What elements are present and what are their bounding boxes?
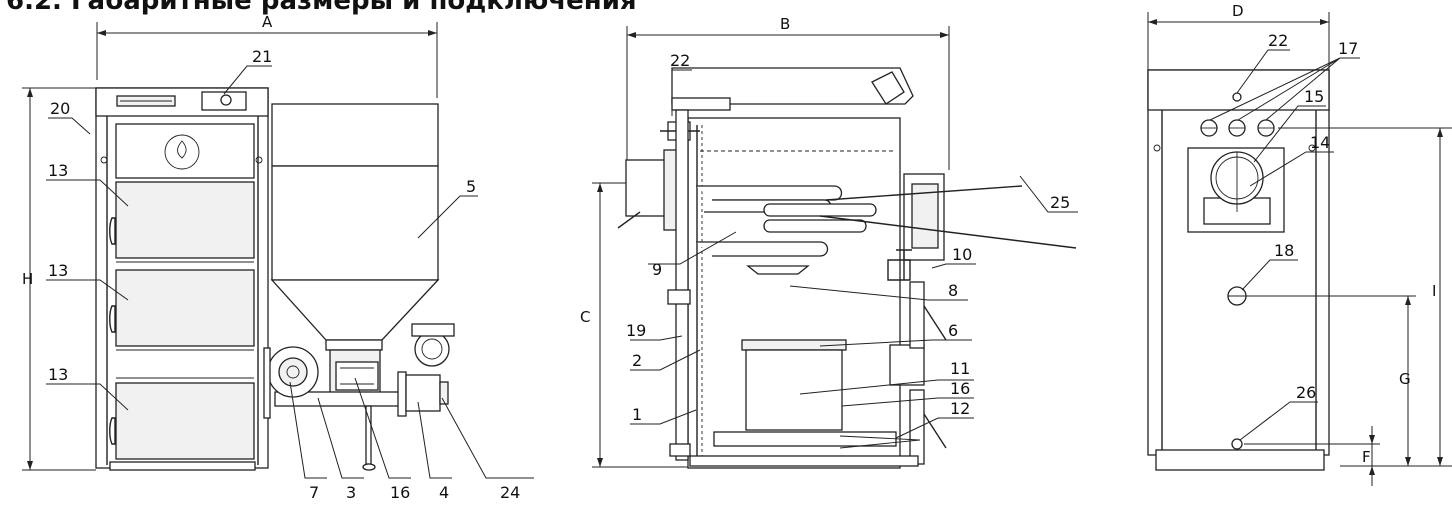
callout-15: 15 bbox=[1304, 87, 1324, 106]
callout-1: 1 bbox=[632, 405, 642, 424]
dim-label-f: F bbox=[1362, 448, 1371, 466]
callout-22-rear: 22 bbox=[1268, 31, 1288, 50]
callout-19: 19 bbox=[626, 321, 646, 340]
callout-10: 10 bbox=[952, 245, 972, 264]
rear-view: D I G bbox=[1147, 2, 1452, 486]
callout-3: 3 bbox=[346, 483, 356, 502]
dim-label-i: I bbox=[1432, 282, 1436, 300]
callout-5: 5 bbox=[466, 177, 476, 196]
callout-13-middle: 13 bbox=[48, 261, 68, 280]
front-view: A H bbox=[22, 13, 455, 471]
callout-21: 21 bbox=[252, 47, 272, 66]
callout-16-side: 16 bbox=[950, 379, 970, 398]
callout-9: 9 bbox=[652, 260, 662, 279]
callout-11: 11 bbox=[950, 359, 970, 378]
dim-label-a: A bbox=[262, 13, 273, 31]
callout-16-front: 16 bbox=[390, 483, 410, 502]
callout-14: 14 bbox=[1310, 133, 1330, 152]
callout-4: 4 bbox=[439, 483, 449, 502]
side-view-callouts: 22 25 9 10 8 19 6 2 11 16 1 12 bbox=[626, 51, 1070, 424]
side-view: B C bbox=[580, 15, 1077, 469]
front-view-callouts: 21 20 13 13 13 5 7 3 16 4 24 bbox=[48, 47, 520, 502]
callout-2: 2 bbox=[632, 351, 642, 370]
dim-label-h: H bbox=[22, 270, 33, 288]
dim-label-d: D bbox=[1232, 2, 1244, 20]
dim-label-b: B bbox=[780, 15, 790, 33]
rear-view-callouts: 22 17 15 14 18 26 bbox=[1268, 31, 1358, 402]
callout-8: 8 bbox=[948, 281, 958, 300]
callout-18: 18 bbox=[1274, 241, 1294, 260]
callout-25: 25 bbox=[1050, 193, 1070, 212]
callout-13-top: 13 bbox=[48, 161, 68, 180]
callout-7: 7 bbox=[309, 483, 319, 502]
callout-24: 24 bbox=[500, 483, 520, 502]
dim-label-g: G bbox=[1399, 370, 1411, 388]
callout-17: 17 bbox=[1338, 39, 1358, 58]
callout-6: 6 bbox=[948, 321, 958, 340]
section-heading: 6.2. Габаритные размеры и подключения bbox=[6, 0, 637, 16]
callout-20: 20 bbox=[50, 99, 70, 118]
callout-13-bottom: 13 bbox=[48, 365, 68, 384]
callout-22-side: 22 bbox=[670, 51, 690, 70]
callout-26: 26 bbox=[1296, 383, 1316, 402]
callout-12: 12 bbox=[950, 399, 970, 418]
dim-label-c: C bbox=[580, 308, 590, 326]
